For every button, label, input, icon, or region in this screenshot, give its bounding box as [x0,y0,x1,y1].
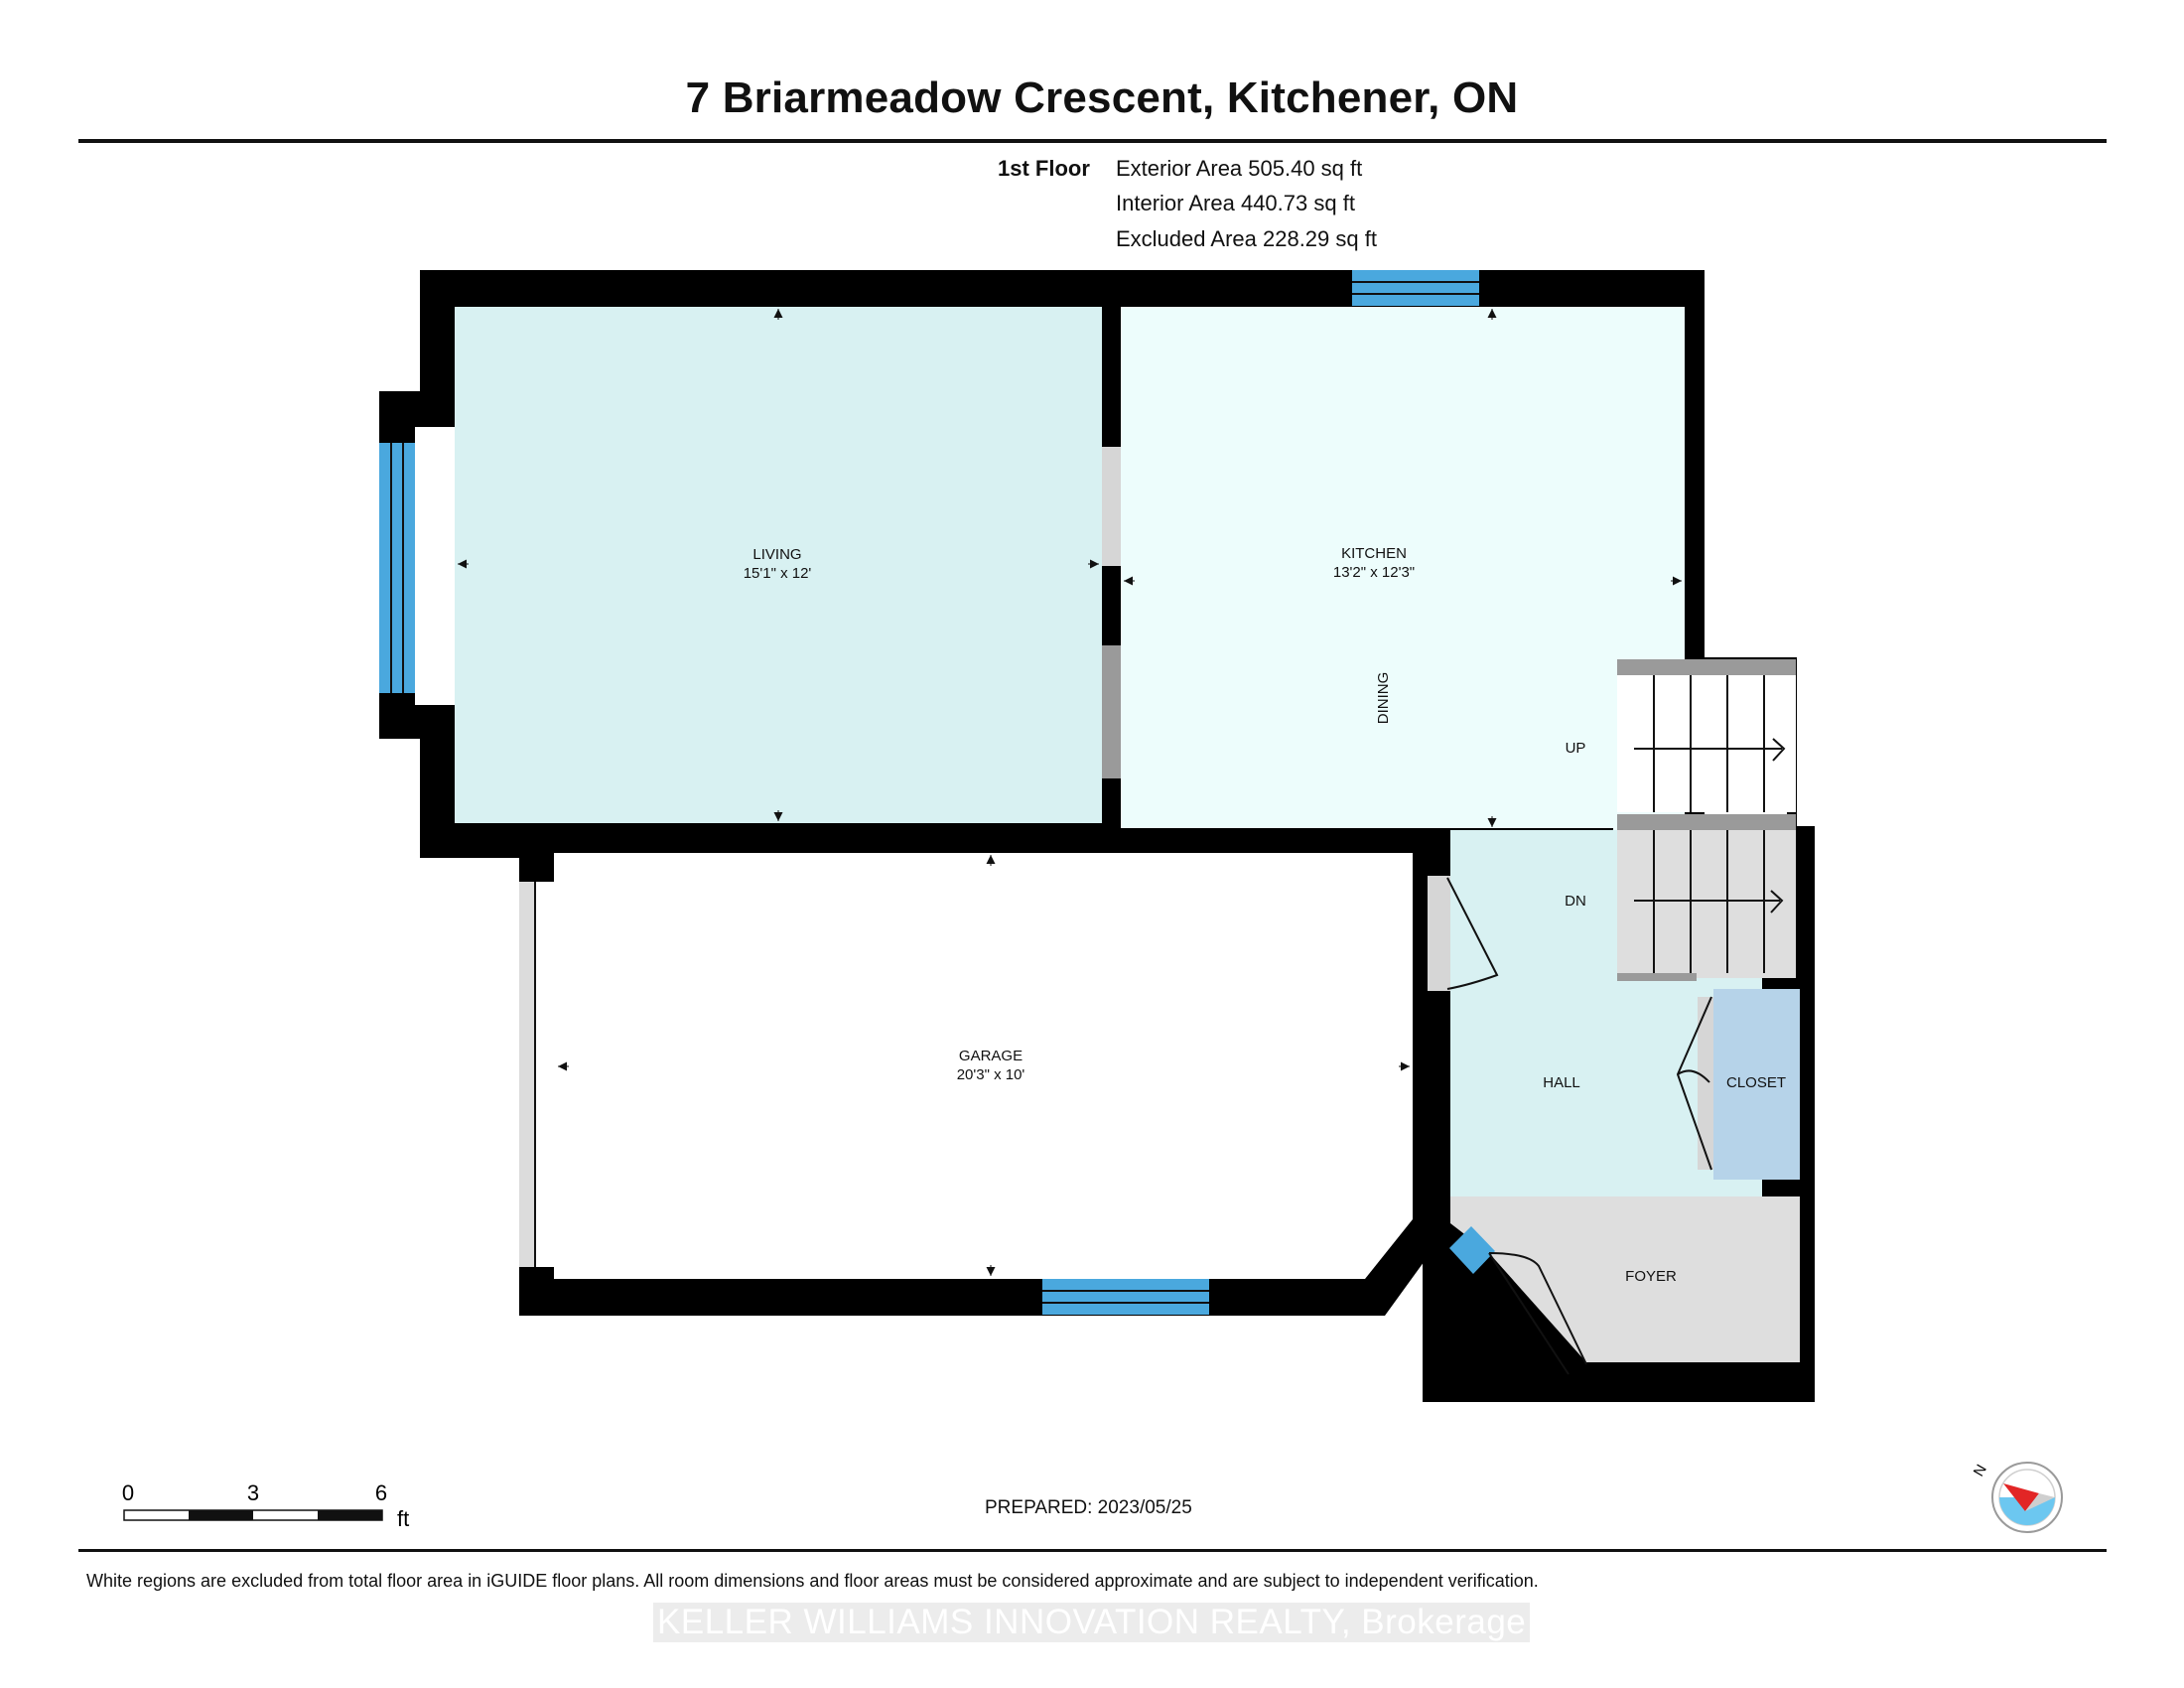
scale-tick-6: 6 [375,1480,387,1505]
windows [379,270,1495,1315]
kitchen-dimensions: 13'2" x 12'3" [1333,564,1415,581]
interior-area: Interior Area 440.73 sq ft [1116,191,1355,215]
scale-tick-3: 3 [247,1480,259,1505]
dimension-arrows [458,309,1682,1276]
compass-north-label: N [1971,1462,1990,1479]
garage-label: GARAGE [959,1048,1023,1064]
dining-label: DINING [1375,672,1392,725]
living-room [455,307,1102,823]
closet-label: CLOSET [1726,1074,1786,1091]
stairs-down-label: DN [1565,893,1586,910]
prepared-date: PREPARED: 2023/05/25 [985,1497,1192,1518]
living-label: LIVING [752,546,801,563]
hall-label: HALL [1543,1074,1580,1091]
disclaimer-note: White regions are excluded from total fl… [86,1571,1539,1591]
living-dimensions: 15'1" x 12' [744,565,812,582]
closet-room [1713,989,1800,1180]
foyer-room [1450,1196,1800,1362]
footer-divider [78,1549,2107,1552]
exterior-area: Exterior Area 505.40 sq ft [1116,156,1363,181]
floor-label: 1st Floor [998,156,1090,181]
scale-bar: 0 3 6 ft [122,1480,409,1531]
kitchen-label: KITCHEN [1341,545,1407,562]
doors [519,447,1713,1375]
kitchen-room [1121,307,1685,828]
scale-tick-0: 0 [122,1480,134,1505]
header-divider [78,139,2107,143]
compass-icon: N [1971,1462,2063,1533]
garage-room [554,853,1413,1279]
stairs-up-label: UP [1566,740,1586,757]
foyer-label: FOYER [1625,1268,1677,1285]
scale-unit: ft [397,1506,409,1531]
excluded-area: Excluded Area 228.29 sq ft [1116,226,1377,251]
stairs-down [1617,814,1796,981]
garage-dimensions: 20'3" x 10' [957,1066,1025,1083]
page-title: 7 Briarmeadow Crescent, Kitchener, ON [685,73,1519,122]
brokerage-watermark: KELLER WILLIAMS INNOVATION REALTY, Broke… [653,1603,1531,1642]
stairs-up [1617,659,1796,812]
